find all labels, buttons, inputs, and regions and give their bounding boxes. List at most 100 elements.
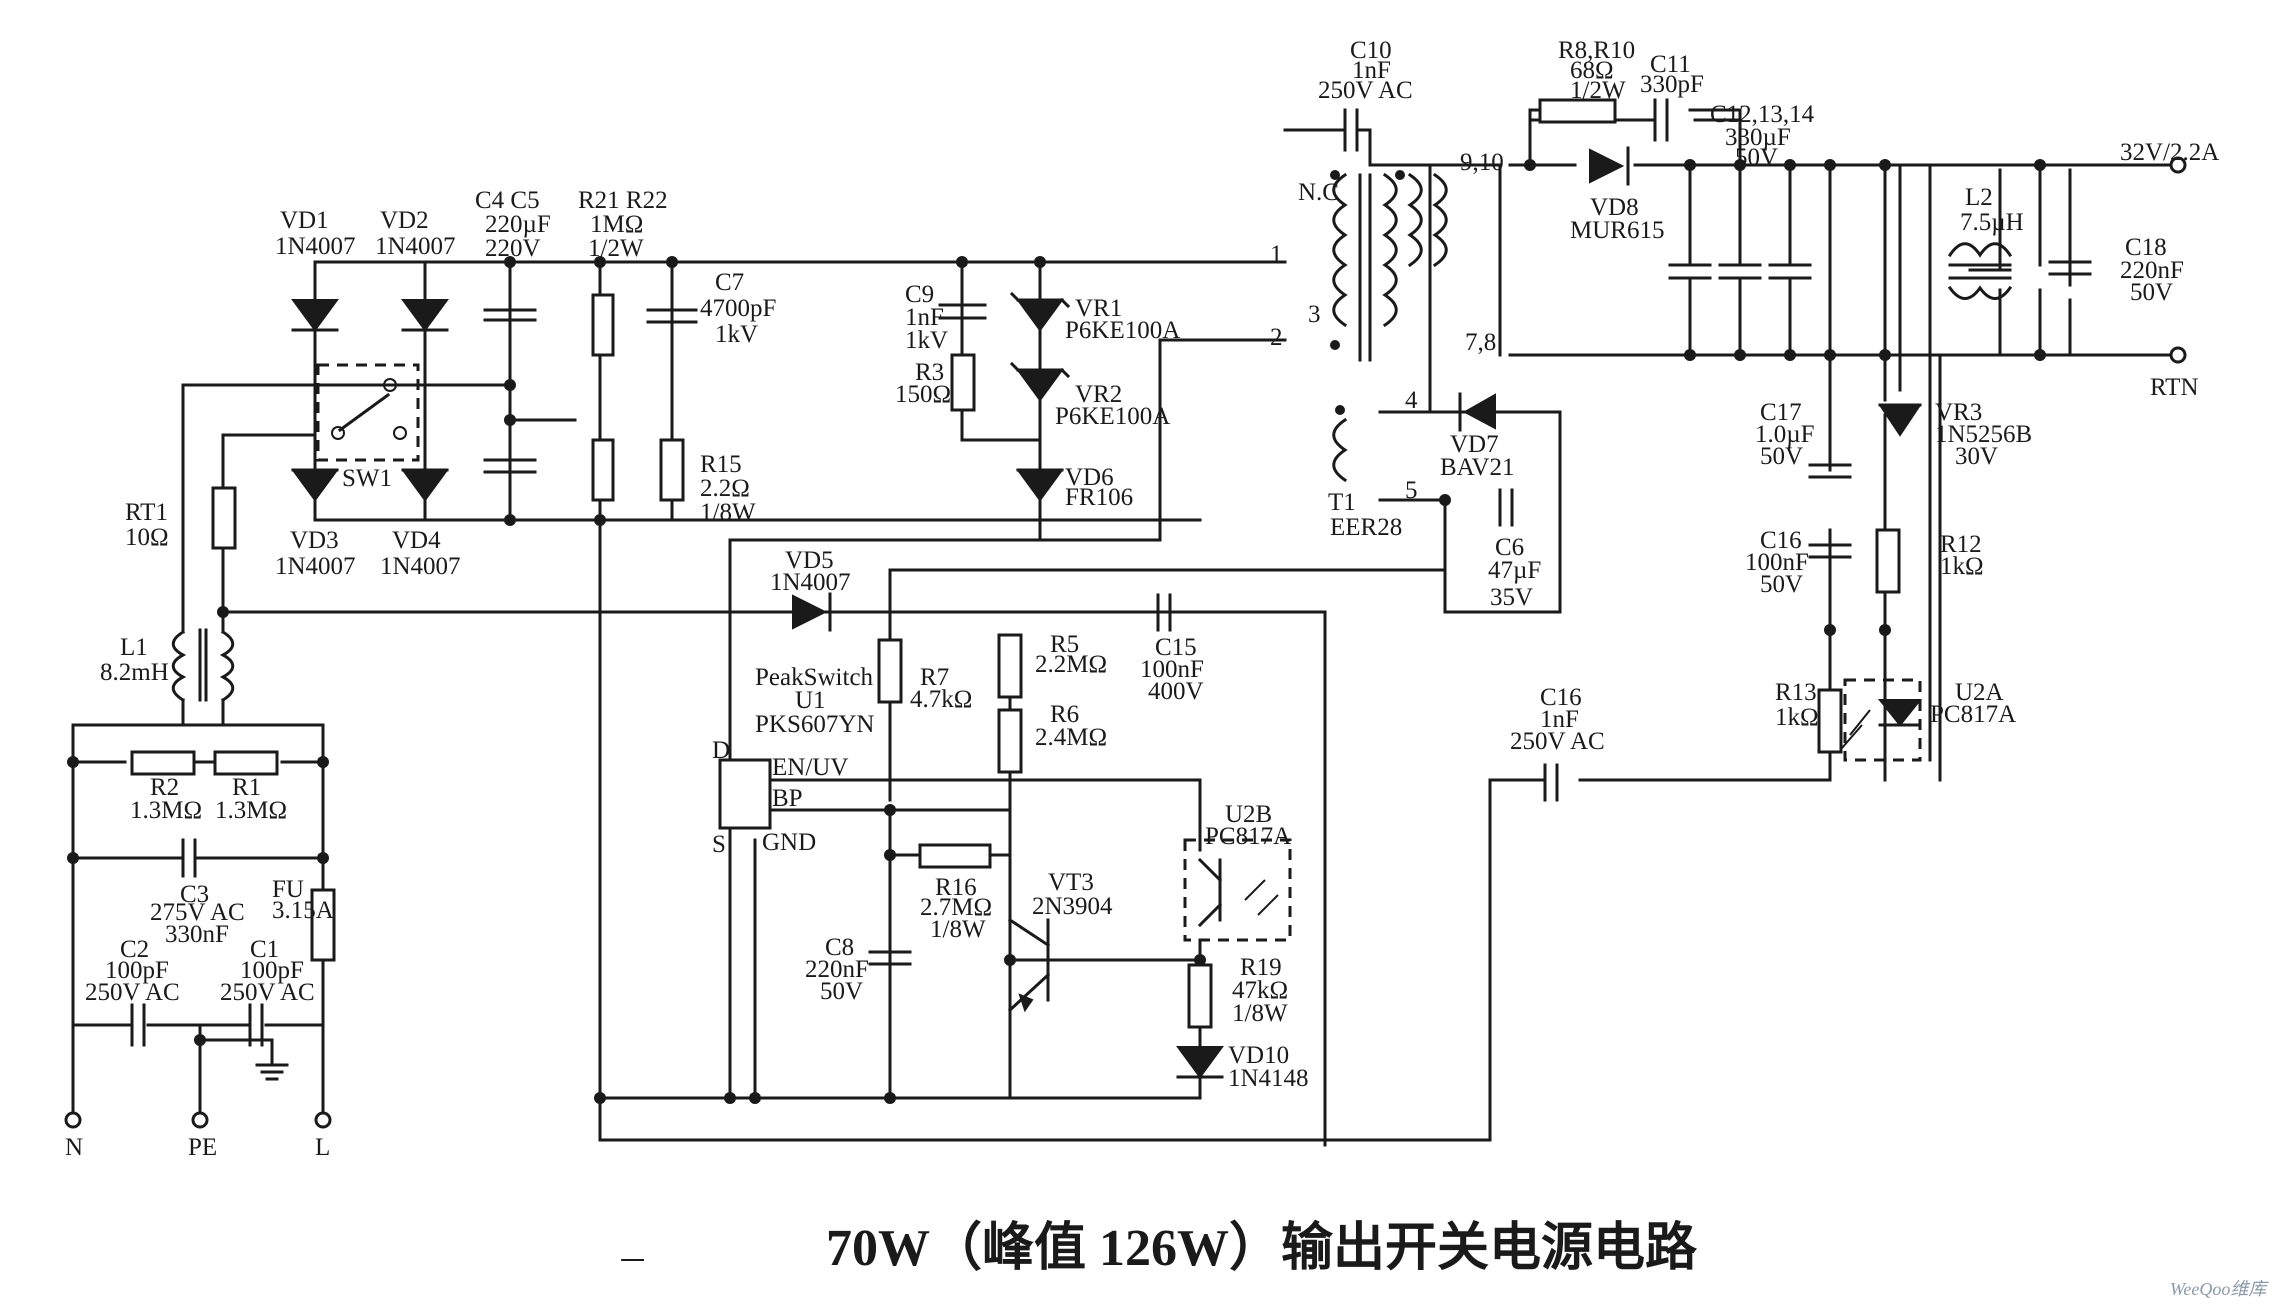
c2-v1: 100pF bbox=[105, 957, 169, 984]
r16-v1: 2.7MΩ bbox=[920, 894, 992, 921]
c7-v1: 4700pF bbox=[700, 295, 776, 322]
r8r10-v2: 1/2W bbox=[1570, 77, 1626, 104]
t1-nc: N.C bbox=[1298, 179, 1339, 206]
vd2-ref: VD2 bbox=[380, 207, 429, 234]
r16-v2: 1/8W bbox=[930, 916, 986, 943]
terminal-out: 32V/2.2A bbox=[2120, 139, 2219, 166]
c15-v1: 100nF bbox=[1140, 656, 1204, 683]
terminal-rtn: RTN bbox=[2150, 374, 2199, 401]
c11-v1: 330pF bbox=[1640, 71, 1704, 98]
c1-v2: 250V AC bbox=[220, 979, 315, 1006]
vd8-part: MUR615 bbox=[1570, 217, 1664, 244]
vd6-ref: VD6 bbox=[1065, 464, 1114, 491]
r13-ref: R13 bbox=[1775, 679, 1817, 706]
watermark: WeeQoo维库 bbox=[2170, 1279, 2269, 1299]
c6-ref: C6 bbox=[1495, 534, 1524, 561]
component-shapes bbox=[64, 98, 2187, 1129]
l2-ref: L2 bbox=[1965, 184, 1993, 211]
c9-v2: 1kV bbox=[905, 327, 948, 354]
c1-ref: C1 bbox=[250, 936, 279, 963]
c10-v2: 250V AC bbox=[1318, 77, 1413, 104]
r19-v1: 47kΩ bbox=[1232, 977, 1288, 1004]
vd1-ref: VD1 bbox=[280, 207, 329, 234]
c2-ref: C2 bbox=[120, 936, 149, 963]
vd1-part: 1N4007 bbox=[275, 233, 356, 260]
r1-ref: R1 bbox=[232, 774, 261, 801]
r19-v2: 1/8W bbox=[1232, 1000, 1288, 1027]
t1-pin5: 5 bbox=[1405, 477, 1418, 504]
vd5-part: 1N4007 bbox=[770, 569, 851, 596]
c12-v1: 330µF bbox=[1725, 124, 1791, 151]
c2-v2: 250V AC bbox=[85, 979, 180, 1006]
vd10-ref: VD10 bbox=[1228, 1042, 1289, 1069]
u1-pin-d: D bbox=[712, 737, 730, 764]
rt1-ref: RT1 bbox=[125, 499, 168, 526]
vr2-part: P6KE100A bbox=[1055, 403, 1170, 430]
u1-ref: U1 bbox=[795, 687, 826, 714]
u2b-part: PC817A bbox=[1205, 823, 1291, 850]
l1-v1: 8.2mH bbox=[100, 659, 169, 686]
terminal-pe: PE bbox=[188, 1134, 217, 1161]
title-dash: 一 bbox=[620, 1249, 645, 1276]
c7-ref: C7 bbox=[715, 269, 744, 296]
u2a-part: PC817A bbox=[1930, 701, 2016, 728]
r5-ref: R5 bbox=[1050, 631, 1079, 658]
vd8-ref: VD8 bbox=[1590, 194, 1639, 221]
r3-v1: 150Ω bbox=[895, 381, 951, 408]
fu-ref: FU bbox=[272, 876, 304, 903]
fu-v1: 3.15A bbox=[272, 897, 334, 924]
c16a-v2: 50V bbox=[1760, 571, 1803, 598]
c9-ref: C9 bbox=[905, 281, 934, 308]
c18-v2: 50V bbox=[2130, 279, 2173, 306]
r7-v1: 4.7kΩ bbox=[910, 686, 972, 713]
c16a-v1: 100nF bbox=[1745, 549, 1809, 576]
t1-pin2: 2 bbox=[1270, 324, 1283, 351]
r2-v1: 1.3MΩ bbox=[130, 797, 202, 824]
c6-v2: 35V bbox=[1490, 584, 1533, 611]
vd7-part: BAV21 bbox=[1440, 454, 1515, 481]
t1-ref: T1 bbox=[1328, 489, 1356, 516]
c11-ref: C11 bbox=[1650, 51, 1691, 78]
u1-pin-s: S bbox=[712, 831, 726, 858]
terminal-l: L bbox=[315, 1134, 330, 1161]
u2b-ref: U2B bbox=[1225, 801, 1272, 828]
c12-v2: 50V bbox=[1735, 144, 1778, 171]
r12-v1: 1kΩ bbox=[1940, 553, 1984, 580]
r16-ref: R16 bbox=[935, 874, 977, 901]
vd3-ref: VD3 bbox=[290, 527, 339, 554]
r21r22-v1: 1MΩ bbox=[590, 211, 643, 238]
r15-ref: R15 bbox=[700, 451, 742, 478]
rt1-v1: 10Ω bbox=[125, 524, 169, 551]
c17-v2: 50V bbox=[1760, 443, 1803, 470]
c18-ref: C18 bbox=[2125, 234, 2167, 261]
c8-v2: 50V bbox=[820, 978, 863, 1005]
vd4-ref: VD4 bbox=[392, 527, 441, 554]
r8r10-ref: R8,R10 bbox=[1558, 37, 1635, 64]
r6-ref: R6 bbox=[1050, 701, 1079, 728]
r5-v1: 2.2MΩ bbox=[1035, 651, 1107, 678]
r8r10-v1: 68Ω bbox=[1570, 57, 1614, 84]
r13-v1: 1kΩ bbox=[1775, 704, 1819, 731]
c8-ref: C8 bbox=[825, 934, 854, 961]
r3-ref: R3 bbox=[915, 359, 944, 386]
r2-ref: R2 bbox=[150, 774, 179, 801]
c10-ref: C10 bbox=[1350, 37, 1392, 64]
c16b-ref: C16 bbox=[1540, 684, 1582, 711]
r7-ref: R7 bbox=[920, 664, 949, 691]
c16b-v1: 1nF bbox=[1540, 706, 1579, 733]
component-labels: VD1 1N4007 VD2 1N4007 VD3 1N4007 VD4 1N4… bbox=[65, 37, 2219, 1161]
c6-v1: 47µF bbox=[1488, 557, 1541, 584]
diagram-title: 70W（峰值 126W）输出开关电源电路 bbox=[826, 1219, 1698, 1277]
c16a-ref: C16 bbox=[1760, 527, 1802, 554]
c17-ref: C17 bbox=[1760, 399, 1802, 426]
r1-v1: 1.3MΩ bbox=[215, 797, 287, 824]
c1-v1: 100pF bbox=[240, 957, 304, 984]
vr1-ref: VR1 bbox=[1075, 295, 1122, 322]
t1-pin78: 7,8 bbox=[1465, 329, 1496, 356]
vd2-part: 1N4007 bbox=[375, 233, 456, 260]
r15-v1: 2.2Ω bbox=[700, 475, 750, 502]
r12-ref: R12 bbox=[1940, 531, 1982, 558]
vd10-part: 1N4148 bbox=[1228, 1065, 1309, 1092]
